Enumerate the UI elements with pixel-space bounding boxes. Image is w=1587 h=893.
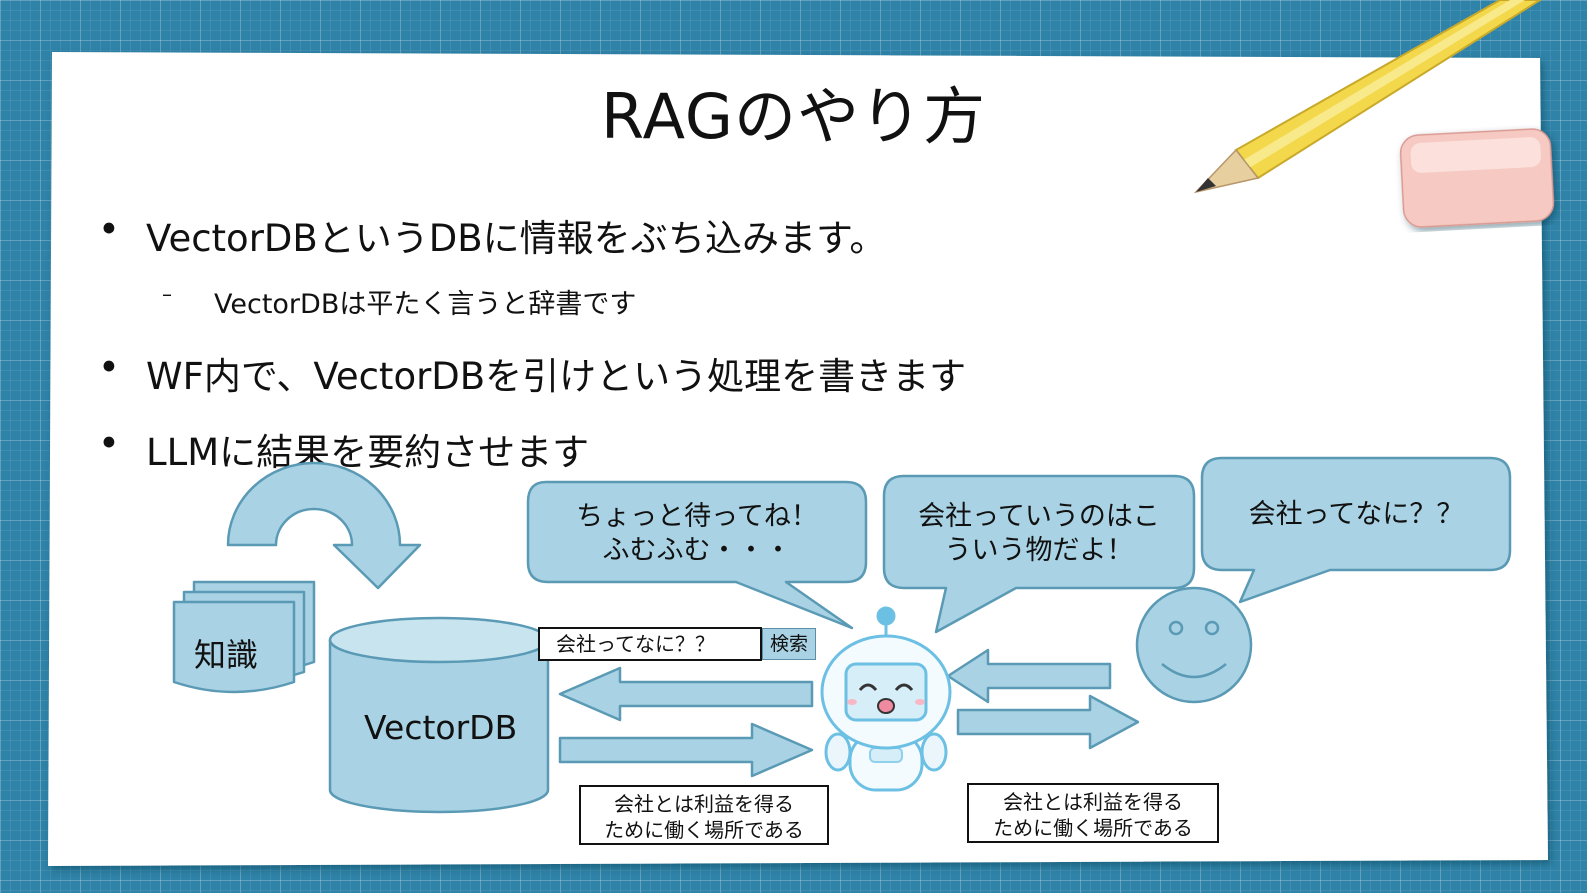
speech-bubble-answer bbox=[882, 474, 1196, 634]
bullet-text: LLMに結果を要約させます bbox=[146, 431, 590, 474]
bubble-text-question: 会社ってなに？？ bbox=[1248, 499, 1464, 530]
search-query-field: 会社ってなに？？ bbox=[538, 627, 762, 661]
sub-bullet-dash: – bbox=[162, 282, 172, 306]
speech-bubble-wait bbox=[526, 480, 868, 630]
arrow-left-icon bbox=[558, 666, 814, 722]
bullet-text: WF内で、VectorDBを引けという処理を書きます bbox=[146, 355, 967, 398]
bubble-line: ふむふむ・・・ bbox=[602, 535, 792, 566]
smiley-face-icon bbox=[1135, 586, 1253, 704]
bullet-dot: • bbox=[98, 422, 120, 465]
speech-bubble-question bbox=[1200, 456, 1512, 604]
bubble-text-wait: ちょっと待ってね！ ふむふむ・・・ bbox=[528, 500, 866, 568]
search-button: 検索 bbox=[762, 628, 816, 660]
bullet-item: • LLMに結果を要約させます bbox=[98, 422, 590, 476]
pencil-icon bbox=[1193, 0, 1542, 194]
bullet-item: • VectorDBというDBに情報をぶち込みます。 bbox=[98, 208, 887, 262]
bullet-item: • WF内で、VectorDBを引けという処理を書きます bbox=[98, 346, 967, 400]
bubble-text-answer: 会社っていうのはこ ういう物だよ！ bbox=[884, 500, 1194, 568]
sub-bullet-text: VectorDBは平たく言うと辞書です bbox=[214, 289, 637, 320]
bullet-text: VectorDBというDBに情報をぶち込みます。 bbox=[146, 217, 887, 260]
arrow-right-icon bbox=[956, 694, 1140, 750]
result-line: 会社とは利益を得る bbox=[614, 792, 794, 816]
curved-arrow-icon bbox=[226, 461, 422, 590]
result-line: ために働く場所である bbox=[604, 818, 804, 842]
eraser-icon bbox=[1399, 128, 1555, 228]
arrow-right-icon bbox=[558, 722, 814, 778]
document-stack-icon bbox=[172, 580, 316, 694]
summary-result-box: 会社とは利益を得る ために働く場所である bbox=[967, 783, 1219, 843]
search-result-box: 会社とは利益を得る ために働く場所である bbox=[579, 785, 829, 845]
sub-bullet-item: – VectorDBは平たく言うと辞書です bbox=[162, 282, 637, 321]
result-line: ために働く場所である bbox=[993, 816, 1193, 840]
bullet-dot: • bbox=[98, 346, 120, 389]
bubble-line: 会社っていうのはこ bbox=[918, 501, 1160, 532]
result-line: 会社とは利益を得る bbox=[1003, 790, 1183, 814]
robot-icon bbox=[820, 606, 952, 792]
database-label: VectorDB bbox=[364, 708, 518, 747]
arrow-left-icon bbox=[946, 648, 1112, 704]
knowledge-label: 知識 bbox=[194, 636, 259, 674]
bubble-line: ちょっと待ってね！ bbox=[576, 501, 818, 532]
bubble-line: ういう物だよ！ bbox=[944, 535, 1134, 566]
bullet-dot: • bbox=[98, 208, 120, 251]
cylinder-database-icon bbox=[328, 616, 550, 814]
slide-title: RAGのやり方 bbox=[601, 80, 986, 153]
